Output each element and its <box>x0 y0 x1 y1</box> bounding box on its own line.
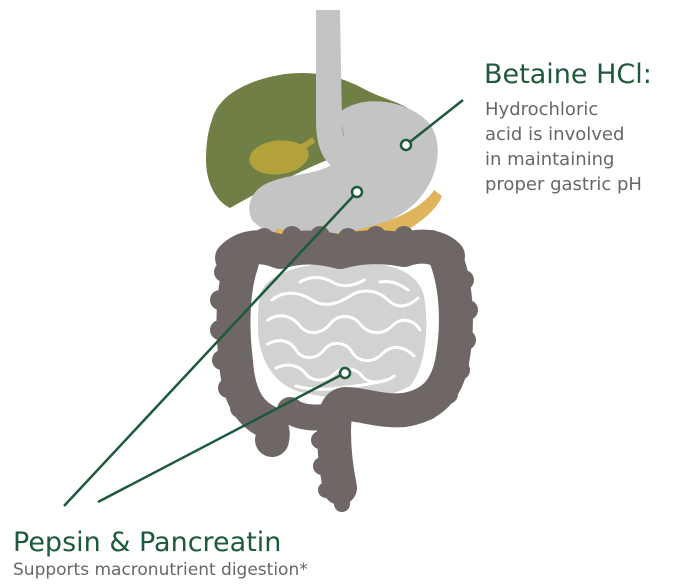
betaine-desc-line: Hydrochloric <box>485 97 642 122</box>
betaine-desc-line: acid is involved <box>485 122 642 147</box>
betaine-desc-line: proper gastric pH <box>485 172 642 197</box>
pepsin-pancreatin-description: Supports macronutrient digestion* <box>13 559 308 581</box>
betaine-desc-line: in maintaining <box>485 147 642 172</box>
betaine-hcl-description: Hydrochloric acid is involved in maintai… <box>485 97 642 197</box>
pepsin-callout-dot-intestine <box>340 368 350 378</box>
pepsin-pancreatin-title: Pepsin & Pancreatin <box>13 527 281 558</box>
betaine-callout-dot <box>401 140 411 150</box>
betaine-hcl-title: Betaine HCl: <box>484 59 652 90</box>
pepsin-callout-dot-stomach <box>352 187 362 197</box>
